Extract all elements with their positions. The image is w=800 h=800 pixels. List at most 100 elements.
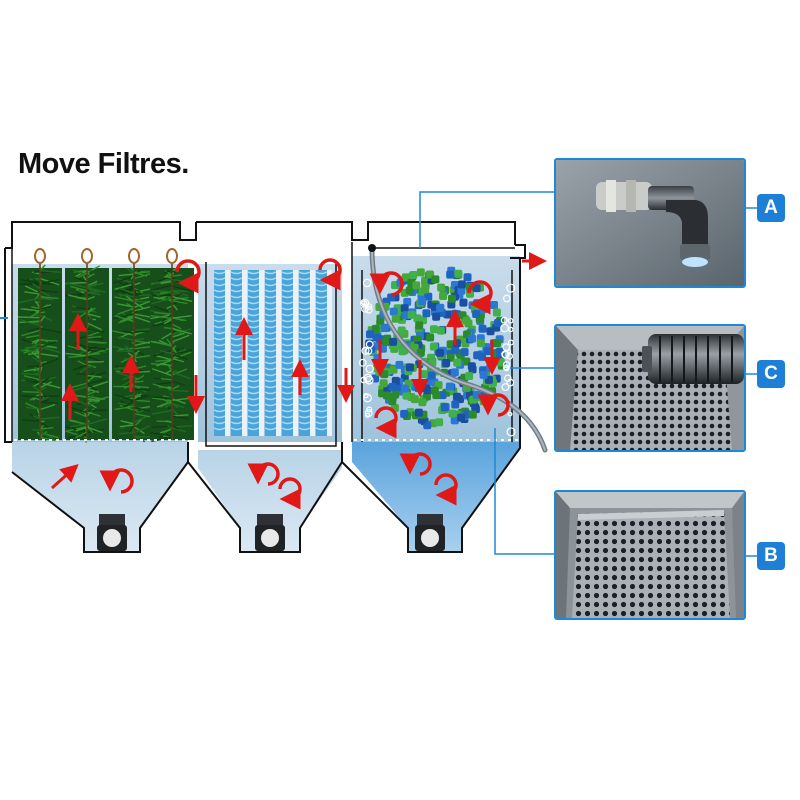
circulation-arrow-icon — [369, 271, 404, 297]
filter-media-piece — [446, 270, 455, 279]
filter-media-piece — [419, 370, 428, 379]
air-bubble — [502, 343, 511, 352]
air-bubble — [504, 374, 512, 383]
filter-media-piece — [490, 300, 499, 309]
circulation-arrow-icon — [99, 468, 134, 494]
filter-media-piece — [457, 413, 466, 422]
circulation-arrow-icon — [175, 259, 201, 294]
filter-media-piece — [424, 292, 433, 301]
filter-media-piece — [457, 286, 466, 295]
filter-media-piece — [427, 371, 436, 380]
filter-media-piece — [429, 342, 438, 351]
filter-media-piece — [418, 398, 427, 407]
air-bubble — [364, 412, 371, 418]
filter-media-piece — [436, 304, 445, 313]
air-bubble — [501, 383, 510, 392]
circulation-arrow-icon — [318, 258, 342, 291]
filter-media-piece — [468, 365, 477, 374]
filter-media-piece — [457, 280, 466, 289]
filter-media-piece — [450, 368, 459, 377]
filter-media-piece — [422, 309, 431, 318]
filter-media-piece — [416, 348, 425, 357]
filter-media-piece — [391, 314, 400, 323]
air-bubble — [361, 346, 370, 355]
callout-badge-c: C — [757, 360, 785, 388]
air-bubble — [360, 298, 370, 308]
filter-media-piece — [447, 294, 456, 303]
air-bubble — [361, 300, 368, 306]
filter-media-piece — [452, 392, 461, 401]
filter-media-piece — [463, 273, 472, 282]
filter-media-piece — [479, 370, 488, 379]
air-bubble — [506, 352, 513, 360]
filter-media-piece — [382, 337, 391, 346]
air-bubble — [363, 392, 369, 399]
filter-brush — [17, 248, 62, 442]
filter-media-piece — [371, 324, 380, 333]
flow-arrow-icon — [50, 463, 79, 490]
filter-media-piece — [402, 391, 411, 400]
filter-media-piece — [450, 416, 459, 425]
filter-media-piece — [398, 347, 407, 356]
filter-media-piece — [486, 327, 495, 336]
circulation-arrow-icon — [278, 477, 302, 510]
air-bubble — [507, 339, 514, 346]
air-bubble — [358, 358, 367, 367]
filter-media-piece — [439, 291, 448, 300]
filter-media-piece — [453, 358, 462, 367]
filter-media-piece — [405, 363, 414, 372]
filter-media-piece — [412, 281, 421, 290]
filter-media-piece — [429, 325, 438, 334]
photo-b-tray — [554, 490, 746, 620]
filter-media-piece — [380, 324, 389, 333]
filter-media-piece — [407, 310, 416, 319]
filter-media-piece — [468, 410, 477, 419]
filter-media-piece — [472, 390, 481, 399]
air-bubble — [503, 365, 509, 371]
filter-media-piece — [421, 285, 430, 294]
filter-media-piece — [388, 382, 397, 391]
air-bubble — [365, 340, 374, 349]
filter-media-piece — [465, 372, 474, 381]
filter-media-piece — [379, 379, 388, 388]
filter-media-piece — [389, 365, 398, 374]
filter-media-piece — [436, 348, 445, 357]
filter-media-piece — [483, 347, 492, 356]
filter-media-piece — [415, 321, 424, 330]
filter-media-piece — [414, 408, 423, 417]
circulation-arrow-icon — [477, 393, 510, 417]
air-bubble — [502, 361, 511, 369]
filter-media-piece — [401, 273, 410, 282]
filter-media-piece — [435, 418, 444, 427]
filter-media-piece — [400, 384, 409, 393]
filter-media-piece — [403, 297, 412, 306]
callout-lines — [419, 191, 757, 557]
circulation-arrow-icon — [374, 406, 398, 439]
filter-media-piece — [400, 409, 409, 418]
filter-brush — [112, 248, 156, 443]
filter-media-piece — [442, 358, 451, 367]
air-bubble — [501, 350, 510, 359]
filter-media-piece — [426, 333, 435, 342]
callout-badge-b: B — [757, 542, 785, 570]
chamber-matting — [187, 221, 516, 553]
circulation-arrow-icon — [467, 280, 493, 315]
air-bubble — [363, 373, 373, 383]
photo-c-tray-strainer — [554, 324, 746, 452]
filter-media-piece — [382, 391, 391, 400]
photo-a-elbow-fitting — [554, 158, 746, 288]
filter-media-piece — [436, 326, 445, 335]
filter-media-piece — [494, 318, 503, 327]
filter-media-piece — [478, 324, 487, 333]
filter-media-piece — [440, 403, 449, 412]
filter-mat — [281, 270, 298, 436]
air-bubble — [502, 364, 510, 372]
filter-media-piece — [409, 270, 418, 279]
filter-media-piece — [492, 308, 501, 317]
callout-badge-a: A — [757, 194, 785, 222]
filter-media-piece — [400, 304, 409, 313]
air-bubble — [360, 376, 367, 384]
chamber-media — [341, 242, 548, 553]
air-bubble — [506, 283, 516, 293]
